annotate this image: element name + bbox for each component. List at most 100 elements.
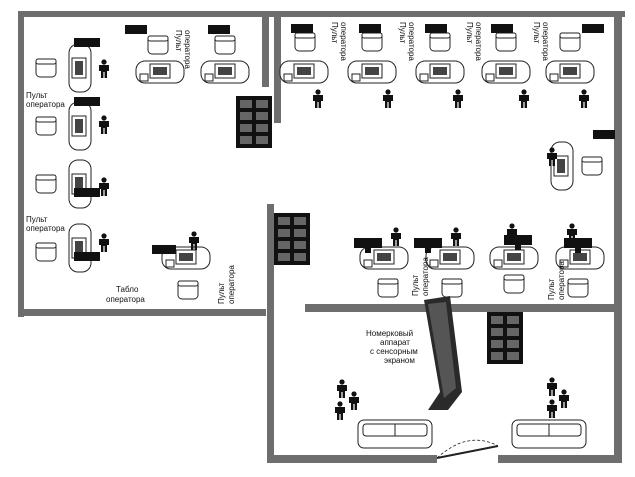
- person-icon: [99, 59, 109, 78]
- right-room-top-operators: Пульт оператора Пульт оператора Пульт оп…: [279, 22, 604, 108]
- chair-icon: [567, 278, 589, 298]
- chair-icon: [581, 156, 603, 176]
- display-board-icon: [74, 188, 100, 197]
- operator-desk-icon: [200, 60, 250, 84]
- chair-icon: [361, 32, 383, 52]
- right-side-operator: [547, 141, 603, 191]
- person-icon: [349, 391, 359, 410]
- display-board-icon: [208, 25, 230, 34]
- chair-icon: [429, 32, 451, 52]
- ticket-kiosk-icon: [424, 296, 462, 410]
- cabinet-icon: [487, 312, 523, 364]
- operator-console-label: оператора: [26, 100, 65, 109]
- operator-console-label: Пульт: [547, 278, 556, 300]
- chair-icon: [559, 32, 581, 52]
- door-icon: [436, 439, 499, 459]
- operator-console-label: Пульт: [532, 22, 541, 44]
- operator-desk-icon: [415, 60, 465, 84]
- display-board-label: Табло: [116, 285, 139, 294]
- person-icon: [547, 399, 557, 418]
- ticket-machine-label: экраном: [384, 356, 415, 365]
- operator-console-label: оператора: [407, 22, 416, 61]
- wall-hall-right-segment: [305, 304, 616, 312]
- chair-icon: [35, 242, 57, 262]
- display-board-icon: [425, 24, 447, 33]
- ticket-machine-label: Номерковый: [366, 329, 413, 338]
- person-icon: [335, 401, 345, 420]
- chair-icon: [441, 278, 463, 298]
- operator-console-label: оператора: [183, 30, 192, 69]
- chair-icon: [35, 116, 57, 136]
- person-icon: [519, 89, 529, 108]
- left-room-bottom-operator: Табло оператора Пульт оператора: [106, 231, 236, 304]
- chair-icon: [147, 35, 169, 55]
- operator-console-label: Пульт: [217, 282, 226, 304]
- wall-top: [18, 11, 625, 17]
- person-icon: [337, 379, 347, 398]
- person-icon: [453, 89, 463, 108]
- operator-desk-icon: [545, 60, 595, 84]
- operator-desk-icon: [68, 159, 92, 209]
- chair-icon: [294, 32, 316, 52]
- display-board-icon: [359, 24, 381, 33]
- display-board-icon: [491, 24, 513, 33]
- wall-left-room-bottom: [18, 309, 266, 316]
- operator-console-label: Пульт: [174, 30, 183, 52]
- chair-icon: [495, 32, 517, 52]
- display-board-icon: [74, 38, 100, 47]
- chair-icon: [214, 35, 236, 55]
- ticket-machine-label: с сенсорным: [370, 347, 418, 356]
- operator-desk-icon: [481, 60, 531, 84]
- operator-console-label: оператора: [339, 22, 348, 61]
- cabinet-icon: [274, 213, 310, 265]
- display-board-icon: [74, 97, 100, 106]
- operator-console-label: оператора: [557, 261, 566, 300]
- display-board-icon: [125, 25, 147, 34]
- cabinet-icon: [236, 96, 272, 148]
- display-board-icon: [74, 252, 100, 261]
- operator-console-label: оператора: [26, 224, 65, 233]
- operator-console-label: Пульт: [465, 22, 474, 44]
- chair-icon: [377, 278, 399, 298]
- operator-console-label: Пульт: [330, 22, 339, 44]
- operator-desk-icon: [68, 101, 92, 151]
- person-icon: [99, 115, 109, 134]
- wall-right: [614, 11, 622, 463]
- operator-desk-icon: [279, 60, 329, 84]
- operator-console-label: оператора: [227, 265, 236, 304]
- display-board-icon: [291, 24, 313, 33]
- wall-middle-right-room: [274, 17, 281, 123]
- person-icon: [383, 89, 393, 108]
- operator-desk-icon: [68, 43, 92, 93]
- left-room-top-operators: Пульт оператора: [125, 25, 250, 84]
- sofa-icon: [511, 419, 587, 449]
- person-icon: [559, 389, 569, 408]
- operator-console-label: Пульт: [26, 91, 48, 100]
- operator-console-label: Пульт: [398, 22, 407, 44]
- right-room-bottom-operators: Пульт оператора Пульт оператора: [354, 223, 605, 300]
- operator-desk-icon: [425, 246, 475, 270]
- person-icon: [579, 89, 589, 108]
- person-icon: [547, 377, 557, 396]
- chair-icon: [177, 280, 199, 300]
- person-icon: [391, 227, 401, 246]
- person-icon: [451, 227, 461, 246]
- chair-icon: [35, 174, 57, 194]
- wall-bottom-left: [267, 455, 437, 463]
- walls: [18, 11, 625, 463]
- operator-desk-icon: [68, 223, 92, 273]
- wall-stub-right: [593, 130, 615, 139]
- chair-icon: [503, 274, 525, 294]
- wall-left: [18, 11, 24, 317]
- operator-desk-icon: [135, 60, 185, 84]
- display-board-icon: [582, 24, 604, 33]
- person-icon: [99, 177, 109, 196]
- left-room-operators: Пульт оператора Пульт оператора: [26, 38, 109, 273]
- operator-console-label: Пульт: [26, 215, 48, 224]
- wall-bottom-right: [498, 455, 622, 463]
- operator-console-label: Пульт: [411, 274, 420, 296]
- ticket-machine-label: аппарат: [380, 338, 410, 347]
- chair-icon: [35, 58, 57, 78]
- wall-hall-divider: [267, 204, 274, 463]
